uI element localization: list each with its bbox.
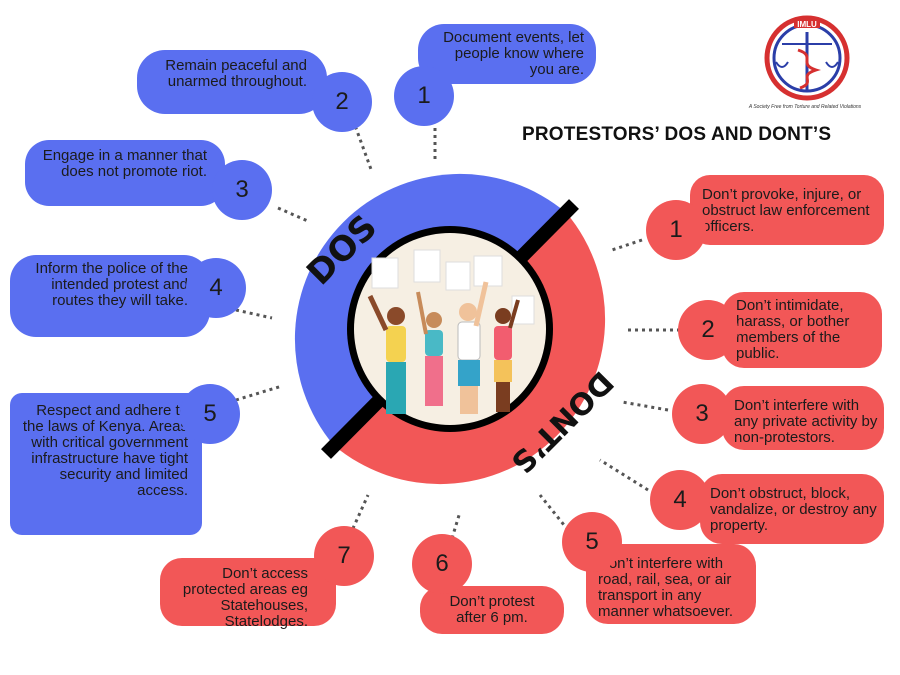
donts-number-1: 1 <box>646 200 706 260</box>
donts-number-2: 2 <box>678 300 738 360</box>
donts-item-2: Don’t intimidate, harass, or bother memb… <box>722 292 882 368</box>
donts-number-4: 4 <box>650 470 710 530</box>
donts-item-6: Don’t protest after 6 pm. <box>420 586 564 634</box>
page-title: PROTESTORS’ DOS AND DONT’S <box>522 124 832 145</box>
imlu-logo: IMLU <box>742 10 872 120</box>
logo-tagline: A Society Free from Torture and Related … <box>748 104 862 110</box>
connector-lines <box>235 119 680 546</box>
dos-number-4: 4 <box>186 258 246 318</box>
donts-number-7: 7 <box>314 526 374 586</box>
donts-item-3: Don’t interfere with any private activit… <box>722 386 884 450</box>
dos-number-3: 3 <box>212 160 272 220</box>
svg-text:IMLU: IMLU <box>797 20 817 29</box>
donts-number-3: 3 <box>672 384 732 444</box>
dos-item-3: Engage in a manner that does not promote… <box>25 140 225 206</box>
donts-number-5: 5 <box>562 512 622 572</box>
dos-item-4: Inform the police of the intended protes… <box>10 255 210 337</box>
donts-number-6: 6 <box>412 534 472 594</box>
dos-item-2: Remain peaceful and unarmed throughout. <box>137 50 327 114</box>
dos-number-2: 2 <box>312 72 372 132</box>
dos-item-5: Respect and adhere to the laws of Kenya.… <box>10 393 202 535</box>
dos-number-1: 1 <box>394 66 454 126</box>
dos-item-1: Document events, let people know where y… <box>418 24 596 84</box>
donts-item-7: Don’t access protected areas eg Statehou… <box>160 558 336 630</box>
donts-item-1: Don’t provoke, injure, or obstruct law e… <box>690 175 884 245</box>
protesters-illustration <box>367 249 535 414</box>
dos-number-5: 5 <box>180 384 240 444</box>
imlu-seal-icon: IMLU <box>764 15 850 101</box>
donts-item-4: Don’t obstruct, block, vandalize, or des… <box>700 474 884 544</box>
